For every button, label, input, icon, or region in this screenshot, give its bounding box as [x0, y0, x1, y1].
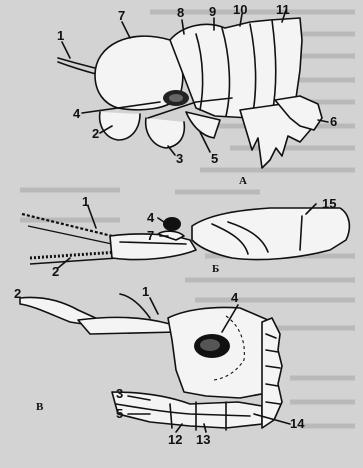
callout-a-2: 2 — [92, 126, 99, 141]
callout-a-8: 8 — [177, 5, 184, 20]
callout-a-11: 11 — [276, 2, 290, 17]
callout-c-13: 13 — [196, 432, 210, 447]
panel-letter-c: В — [36, 401, 44, 413]
callout-a-3: 3 — [176, 151, 183, 166]
callout-c-14: 14 — [290, 416, 305, 431]
callout-b-2: 2 — [52, 264, 59, 279]
callout-b-7: 7 — [147, 228, 154, 243]
callout-a-9: 9 — [209, 4, 216, 19]
callout-c-5: 5 — [116, 406, 123, 421]
callout-a-4: 4 — [73, 106, 81, 121]
callout-c-4: 4 — [231, 290, 239, 305]
callout-c-1: 1 — [142, 284, 149, 299]
panel-letter-b: Б — [212, 263, 219, 275]
callout-b-1: 1 — [82, 194, 89, 209]
callout-c-12: 12 — [168, 432, 182, 447]
callout-b-4: 4 — [147, 210, 155, 225]
callout-a-5: 5 — [211, 151, 218, 166]
body-outline-b — [192, 208, 349, 260]
callout-b-15: 15 — [322, 196, 336, 211]
panel-letter-a: A — [239, 175, 247, 187]
eye-b — [163, 217, 181, 231]
callout-a-10: 10 — [233, 2, 247, 17]
callout-c-3: 3 — [116, 386, 123, 401]
callout-a-6: 6 — [330, 114, 337, 129]
callout-c-2: 2 — [14, 286, 21, 301]
callout-a-1: 1 — [57, 28, 64, 43]
callout-a-7: 7 — [118, 8, 125, 23]
